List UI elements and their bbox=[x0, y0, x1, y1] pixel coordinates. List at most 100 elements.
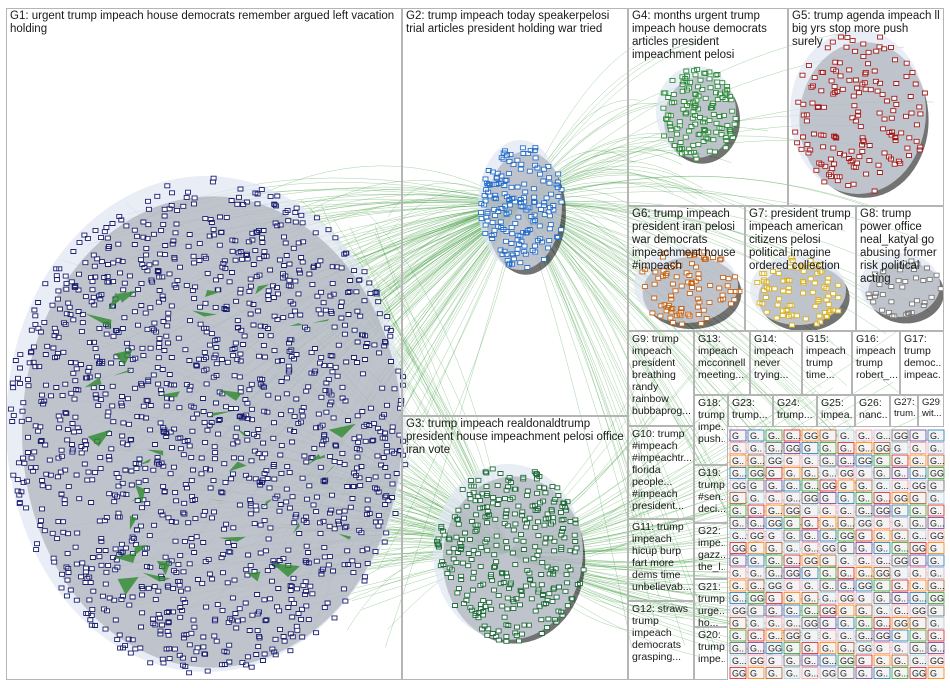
small-cluster-cell bbox=[801, 454, 819, 467]
group-label-g4: G4: months urgent trump impeach house de… bbox=[632, 10, 767, 61]
small-cluster-cell bbox=[837, 579, 855, 592]
group-label-g16: G16: impeach trump robert_... bbox=[856, 333, 897, 381]
small-cluster-tag: G... bbox=[822, 531, 837, 541]
small-cluster-cell bbox=[801, 579, 819, 592]
small-cluster-cell bbox=[729, 667, 747, 679]
small-cluster-tag: G. bbox=[876, 656, 886, 666]
small-cluster-tag: G... bbox=[840, 581, 855, 591]
group-box-g1: G1: urgent trump impeach house democrats… bbox=[6, 8, 402, 680]
small-cluster-tag: G bbox=[804, 506, 811, 516]
small-cluster-cell bbox=[927, 642, 945, 654]
small-cluster-cell bbox=[855, 467, 873, 479]
small-cluster-cell bbox=[855, 554, 873, 567]
small-cluster-cell bbox=[873, 467, 891, 479]
group-label-g13: G13: impeach mcconnell meeting... bbox=[698, 333, 746, 381]
small-cluster-tag: G.. bbox=[930, 631, 942, 641]
small-cluster-cell bbox=[891, 554, 909, 567]
cluster-nodes-g4 bbox=[660, 66, 739, 162]
small-cluster-tag: G bbox=[822, 431, 829, 441]
small-cluster-tag: GG bbox=[876, 444, 890, 454]
small-cluster-tag: G... bbox=[732, 531, 747, 541]
small-cluster-tag: GG bbox=[894, 431, 908, 441]
small-cluster-tag: G. bbox=[930, 431, 940, 441]
small-cluster-tag: G. bbox=[768, 606, 778, 616]
group-label-g20: G20: trump impe... bbox=[698, 629, 725, 665]
small-cluster-tag: GG bbox=[768, 581, 782, 591]
small-cluster-cell bbox=[765, 542, 783, 554]
small-cluster-cell bbox=[837, 592, 855, 604]
small-cluster-cell bbox=[765, 579, 783, 592]
small-cluster-cell bbox=[783, 517, 801, 529]
small-cluster-cell bbox=[801, 429, 819, 442]
small-cluster-cell bbox=[837, 604, 855, 617]
small-cluster-tag: G. bbox=[732, 631, 742, 641]
small-cluster-tag: GG bbox=[876, 631, 890, 641]
small-cluster-tag: G.. bbox=[822, 519, 834, 529]
group-label-g29: G29: wit... bbox=[922, 397, 941, 419]
small-cluster-cell bbox=[855, 567, 873, 579]
small-cluster-tag: G bbox=[822, 619, 829, 629]
small-cluster-cell bbox=[873, 517, 891, 529]
small-cluster-cell bbox=[747, 429, 765, 442]
small-cluster-tag: G.. bbox=[876, 481, 888, 491]
small-cluster-tag: G... bbox=[822, 594, 837, 604]
small-cluster-tag: G.. bbox=[750, 631, 762, 641]
group-box-g22: G22: impe... gazz... the_l... bbox=[694, 523, 728, 579]
small-cluster-cell bbox=[927, 429, 945, 442]
small-cluster-cell bbox=[909, 454, 927, 467]
small-cluster-cell bbox=[729, 579, 747, 592]
small-cluster-cell bbox=[909, 504, 927, 517]
small-cluster-cell bbox=[783, 604, 801, 617]
small-cluster-tag: G... bbox=[768, 569, 783, 579]
small-cluster-cell bbox=[819, 454, 837, 467]
small-cluster-tag: G.. bbox=[876, 544, 888, 554]
small-cluster-tag: G. bbox=[894, 644, 904, 654]
small-cluster-tag: GG bbox=[732, 606, 746, 616]
small-cluster-cell bbox=[801, 604, 819, 617]
group-label-g12: G12: straws trump impeach democrats gras… bbox=[632, 603, 689, 663]
small-cluster-cell bbox=[909, 492, 927, 504]
small-cluster-tag: GG bbox=[840, 469, 854, 479]
small-cluster-tag: G... bbox=[894, 606, 909, 616]
small-cluster-tag: G. bbox=[894, 581, 904, 591]
small-cluster-cell bbox=[909, 579, 927, 592]
small-cluster-tag: G.. bbox=[804, 531, 816, 541]
group-label-g11: G11: trump impeach hicup burp fart more … bbox=[632, 521, 691, 593]
small-cluster-tag: G... bbox=[912, 531, 927, 541]
group-box-g20: G20: trump impe... bbox=[694, 627, 728, 680]
small-cluster-cell bbox=[765, 442, 783, 454]
small-cluster-cell bbox=[927, 479, 945, 492]
small-cluster-cell bbox=[855, 654, 873, 667]
small-cluster-cell bbox=[909, 567, 927, 579]
small-cluster-tag: G.. bbox=[822, 456, 834, 466]
small-cluster-cell bbox=[819, 429, 837, 442]
small-cluster-cell bbox=[765, 479, 783, 492]
small-cluster-tag: G. bbox=[786, 469, 796, 479]
small-cluster-tag: G... bbox=[930, 581, 945, 591]
group-box-g16: G16: impeach trump robert_... bbox=[852, 331, 900, 395]
small-cluster-tag: G bbox=[804, 631, 811, 641]
small-cluster-cell bbox=[765, 467, 783, 479]
small-cluster-tag: G.. bbox=[750, 569, 762, 579]
group-label-g23: G23: trump... bbox=[732, 397, 768, 421]
small-cluster-tag: G bbox=[876, 581, 883, 591]
small-cluster-cell bbox=[873, 592, 891, 604]
small-cluster-cell bbox=[837, 467, 855, 479]
cluster-nodes-g2 bbox=[478, 145, 565, 270]
group-box-g5: G5: trump agenda impeach ll big yrs stop… bbox=[788, 8, 944, 206]
small-cluster-tag: G.. bbox=[858, 619, 870, 629]
small-cluster-tag: GG bbox=[894, 556, 908, 566]
small-cluster-tag: G.. bbox=[732, 644, 744, 654]
small-cluster-cell bbox=[819, 617, 837, 629]
group-box-g12: G12: straws trump impeach democrats gras… bbox=[628, 601, 694, 680]
small-cluster-tag: G. bbox=[732, 506, 742, 516]
small-cluster-cell bbox=[747, 592, 765, 604]
small-cluster-cell bbox=[765, 554, 783, 567]
small-cluster-cell bbox=[927, 579, 945, 592]
small-cluster-cell bbox=[747, 517, 765, 529]
small-cluster-tag: G bbox=[840, 481, 847, 491]
small-cluster-cell bbox=[801, 479, 819, 492]
small-cluster-tag: G.. bbox=[894, 531, 906, 541]
small-cluster-tag: G.. bbox=[912, 456, 924, 466]
small-cluster-cell bbox=[873, 617, 891, 629]
